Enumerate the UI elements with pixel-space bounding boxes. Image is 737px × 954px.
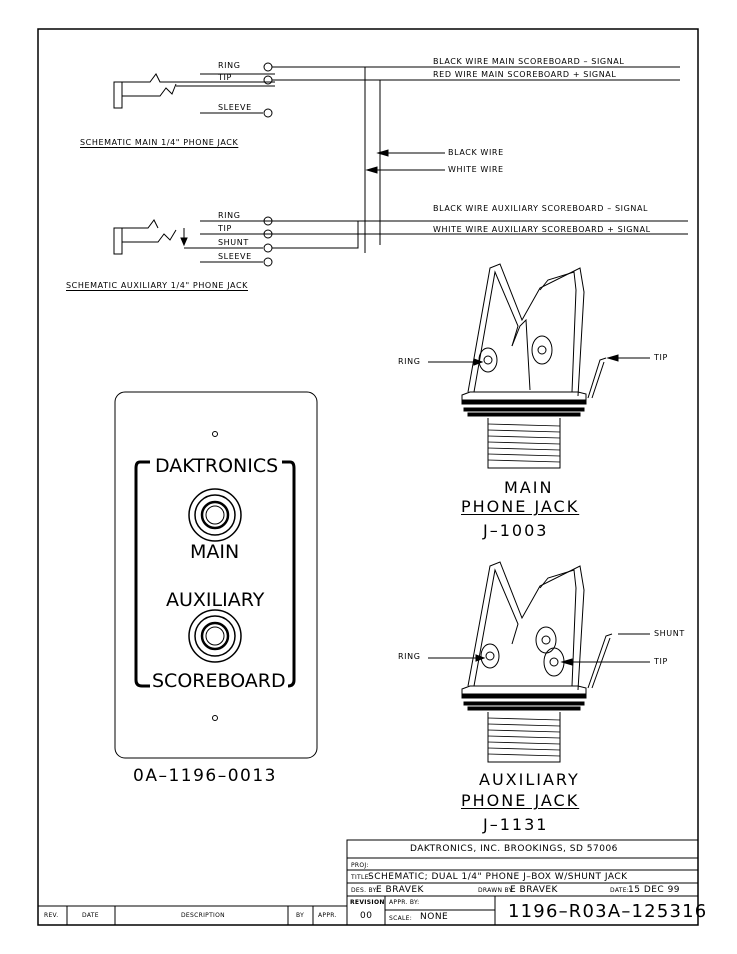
scale-label: SCALE: [389, 915, 413, 922]
faceplate [114, 391, 318, 759]
aux-jack-title: AUXILIARY [479, 770, 580, 789]
by-header: BY [296, 912, 305, 919]
main-wires [272, 66, 680, 253]
proj-label: PROJ: [351, 862, 369, 869]
des-by-label: DES. BY: [351, 887, 379, 894]
scale-value: NONE [420, 912, 449, 922]
plate-auxiliary-label: AUXILIARY [166, 589, 265, 611]
company-name: DAKTRONICS, INC. BROOKINGS, SD 57006 [410, 844, 618, 854]
des-by-value: E BRAVEK [376, 885, 424, 895]
main-jack-ring-label: RING [398, 357, 421, 366]
cable-black-label: BLACK WIRE [448, 148, 504, 157]
aux-wires [272, 220, 688, 249]
appr-by-label: APPR. BY: [389, 899, 420, 906]
drawing-number: 1196–R03A–125316 [508, 901, 708, 922]
title-block-lines [38, 839, 699, 926]
cable-white-label: WHITE WIRE [448, 165, 504, 174]
plate-main-label: MAIN [190, 541, 240, 563]
appr-header: APPR. [318, 912, 337, 919]
date-label: DATE: [610, 887, 630, 894]
main-red-wire-label: RED WIRE MAIN SCOREBOARD + SIGNAL [433, 70, 617, 79]
aux-jack-subtitle: PHONE JACK [461, 791, 580, 810]
date-header: DATE [82, 912, 99, 919]
drawing-title: SCHEMATIC; DUAL 1/4" PHONE J–BOX W/SHUNT… [368, 872, 628, 882]
aux-jack-tip-label: TIP [654, 657, 668, 666]
aux-white-wire-label: WHITE WIRE AUXILIARY SCOREBOARD + SIGNAL [433, 225, 651, 234]
aux-ring-label: RING [218, 211, 241, 220]
aux-jack-schematic-symbol [113, 216, 275, 267]
plate-brand: DAKTRONICS [153, 455, 281, 477]
plate-scoreboard-label: SCOREBOARD [150, 670, 288, 692]
main-jack-title: MAIN [504, 478, 554, 497]
aux-schematic-caption: SCHEMATIC AUXILIARY 1/4" PHONE JACK [66, 281, 248, 290]
main-jack-part: J–1003 [483, 521, 549, 540]
revision-label: REVISION [350, 899, 385, 906]
main-schematic-caption: SCHEMATIC MAIN 1/4" PHONE JACK [80, 138, 239, 147]
main-jack-tip-label: TIP [654, 353, 668, 362]
main-sleeve-label: SLEEVE [218, 103, 252, 112]
main-ring-label: RING [218, 61, 241, 70]
title-label: TITLE: [351, 874, 372, 881]
aux-jack-ring-label: RING [398, 652, 421, 661]
revision-value: 00 [360, 911, 373, 921]
description-header: DESCRIPTION [181, 912, 225, 919]
main-tip-label: TIP [218, 73, 232, 82]
aux-black-wire-label: BLACK WIRE AUXILIARY SCOREBOARD – SIGNAL [433, 204, 649, 213]
aux-sleeve-label: SLEEVE [218, 252, 252, 261]
date-value: 15 DEC 99 [628, 885, 681, 895]
main-black-wire-label: BLACK WIRE MAIN SCOREBOARD – SIGNAL [433, 57, 625, 66]
plate-part-number: 0A–1196–0013 [133, 766, 277, 786]
aux-jack-drawing [428, 561, 650, 763]
drawn-by-label: DRAWN BY: [478, 887, 515, 894]
main-jack-subtitle: PHONE JACK [461, 497, 580, 516]
aux-jack-shunt-label: SHUNT [654, 629, 685, 638]
aux-shunt-label: SHUNT [218, 238, 249, 247]
main-jack-schematic-symbol [113, 62, 275, 118]
aux-jack-part: J–1131 [483, 815, 549, 834]
main-jack-drawing [428, 263, 650, 469]
rev-header: REV. [44, 912, 59, 919]
drawn-by-value: E BRAVEK [510, 885, 558, 895]
cable-leaders [365, 149, 445, 174]
aux-tip-label: TIP [218, 224, 232, 233]
